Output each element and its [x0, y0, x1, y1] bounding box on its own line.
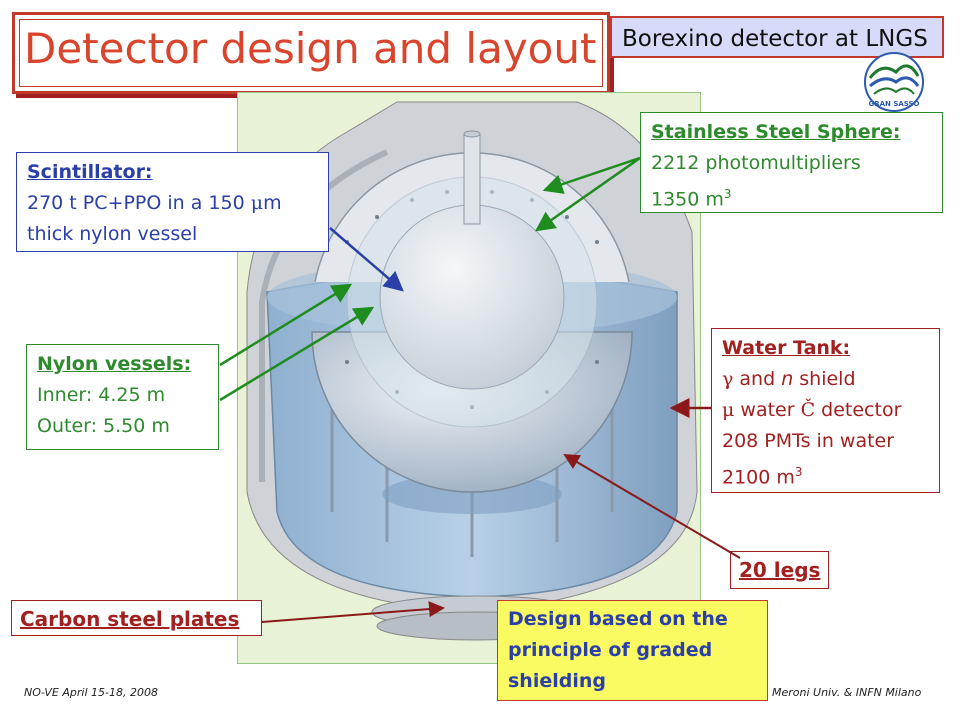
plates-label: Carbon steel plates — [11, 600, 262, 636]
scintillator-line2: thick nylon vessel — [27, 223, 198, 245]
steel-sphere-line1: 2212 photomultipliers — [651, 152, 861, 174]
steel-sphere-arrow-1 — [542, 156, 641, 194]
scintillator-callout: Scintillator: 270 t PC+PPO in a 150 μm t… — [16, 152, 329, 252]
nylon-line2: Outer: 5.50 m — [37, 415, 170, 437]
nylon-arrow-1 — [219, 283, 353, 367]
nylon-heading: Nylon vessels: — [37, 353, 192, 375]
design-note: Design based on the principle of graded … — [497, 600, 768, 701]
footer-date: NO-VE April 15-18, 2008 — [24, 686, 158, 699]
legs-label: 20 legs — [730, 551, 830, 589]
nylon-callout: Nylon vessels: Inner: 4.25 m Outer: 5.50… — [26, 344, 219, 450]
steel-sphere-heading: Stainless Steel Sphere: — [651, 121, 901, 143]
detector-tag: Borexino detector at LNGS — [610, 16, 944, 58]
water-tank-heading: Water Tank: — [722, 337, 851, 359]
title-frame — [12, 12, 610, 94]
water-tank-line3: 208 PMTs in water — [722, 430, 895, 452]
water-tank-callout: Water Tank: γ and n shield μ water Č det… — [711, 328, 940, 493]
plates-arrow — [261, 601, 445, 623]
scintillator-arrow — [329, 227, 404, 292]
water-tank-line4: 2100 m3 — [722, 465, 803, 489]
steel-sphere-line2: 1350 m3 — [651, 187, 732, 211]
water-tank-line2: μ water Č detector — [722, 399, 902, 421]
slide-title: Detector design and layout — [24, 24, 597, 73]
nylon-arrow-2 — [219, 306, 375, 402]
steel-sphere-callout: Stainless Steel Sphere: 2212 photomultip… — [640, 112, 943, 213]
footer-author: Meroni Univ. & INFN Milano — [772, 686, 922, 699]
scintillator-line1: 270 t PC+PPO in a 150 μm — [27, 192, 282, 214]
gran-sasso-logo: GRAN SASSO — [864, 52, 924, 112]
detector-illustration — [237, 92, 701, 664]
nylon-line1: Inner: 4.25 m — [37, 384, 166, 406]
legs-arrow — [563, 453, 741, 559]
logo-text: GRAN SASSO — [868, 100, 919, 108]
steel-sphere-arrow-2 — [534, 156, 641, 232]
scintillator-heading: Scintillator: — [27, 161, 153, 183]
water-tank-line1: γ and n shield — [722, 368, 856, 390]
